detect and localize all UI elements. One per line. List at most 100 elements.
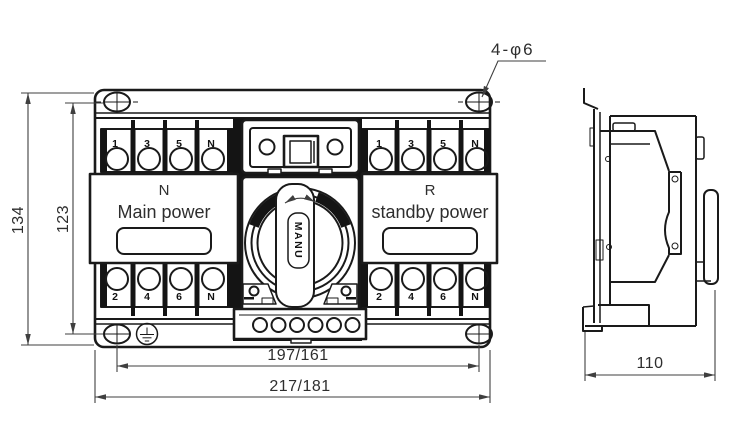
separator: [194, 129, 200, 172]
terminal-screw: [201, 147, 225, 171]
case-step-upper: [600, 130, 670, 172]
clamp-tick: [163, 120, 167, 129]
strip-outline: [232, 307, 368, 341]
separator: [426, 129, 432, 172]
tab-screw: [248, 285, 260, 297]
plate-tab: [595, 239, 604, 261]
terminal-label: 1: [112, 138, 118, 150]
terminal-label: 5: [440, 138, 446, 150]
terminal-screw: [433, 147, 457, 171]
pole-name: Main power: [117, 202, 210, 222]
terminal-screw: [105, 267, 129, 291]
mounting-hole-icon: [458, 91, 500, 113]
separator: [426, 263, 432, 307]
terminal-label: 6: [176, 291, 182, 303]
aux-hole: [307, 317, 324, 333]
clamp-tick: [131, 307, 135, 316]
case-screw: [606, 244, 612, 250]
case-step-lower: [610, 254, 670, 283]
side-view: [582, 88, 719, 332]
pole-tag: N: [159, 182, 170, 199]
clamp-tick: [459, 120, 463, 129]
mounting-hole-icon: [103, 323, 131, 345]
aux-hole: [289, 317, 305, 333]
pole-tag: R: [425, 182, 436, 199]
top-indicator-module: [240, 118, 361, 175]
terminal-screw: [465, 147, 489, 171]
plate-tab: [589, 127, 595, 147]
bank-edge: [101, 263, 107, 307]
separator: [162, 263, 168, 307]
terminal-screw: [137, 267, 161, 291]
terminal-label: N: [207, 291, 215, 303]
clamp-tick: [195, 120, 199, 129]
display-window-inner: [289, 140, 312, 164]
clamp-tick: [395, 307, 399, 316]
separator: [394, 129, 400, 172]
knob-wedge: [315, 192, 351, 228]
clamp-tick: [395, 120, 399, 129]
main-power-block: N Main power: [88, 172, 240, 265]
indicator-hole: [326, 138, 344, 156]
tiny-marking: [346, 297, 356, 300]
tiny-marking: [244, 297, 254, 300]
mounting-holes: [96, 91, 500, 345]
top-lug: [612, 122, 636, 132]
callout-leader: [481, 60, 546, 98]
module-foot: [318, 168, 333, 175]
dim-depth: 110: [636, 355, 663, 372]
din-hook: [583, 88, 599, 110]
aux-hole: [270, 317, 287, 333]
clamp-tick: [163, 307, 167, 316]
dimensions: 134 123 197/161 217/181 110 4-φ6: [10, 40, 716, 403]
separator: [194, 263, 200, 307]
terminal-screw: [433, 267, 457, 291]
pole-name: standby power: [371, 202, 488, 222]
terminal-label: N: [471, 291, 479, 303]
standby-power-block: R standby power: [360, 172, 499, 265]
base-foot: [582, 307, 603, 332]
rear-lug: [695, 136, 705, 160]
terminal-label: 2: [376, 291, 382, 303]
terminal-bank-top-right: 1 3 5 N: [361, 120, 491, 173]
clamp-tick: [459, 307, 463, 316]
indicator-window: [116, 227, 212, 255]
tab-notch: [326, 297, 339, 305]
hole-callout: 4-φ6: [491, 40, 535, 59]
terminal-screw: [201, 267, 225, 291]
aux-terminal-strip: [232, 307, 368, 344]
bank-edge: [227, 263, 233, 307]
base-step: [598, 304, 650, 326]
case-screw: [605, 156, 611, 162]
separator: [458, 263, 464, 307]
clamp-tick: [427, 307, 431, 316]
front-view: 1 3 5 N 1 3 5 N: [88, 88, 500, 349]
tab-screw: [340, 285, 352, 297]
dim-overall-width: 217/181: [269, 378, 330, 395]
terminal-screw: [401, 267, 425, 291]
terminal-screw: [401, 147, 425, 171]
ground-icon: [135, 322, 159, 346]
terminal-label: 4: [408, 291, 414, 303]
terminal-screw: [169, 267, 193, 291]
manu-plate: [287, 212, 310, 269]
separator: [162, 129, 168, 172]
clamp-tick: [195, 307, 199, 316]
bank-edge: [362, 129, 368, 172]
aux-hole: [252, 317, 268, 333]
terminal-screw: [369, 147, 393, 171]
clamp-tick: [427, 120, 431, 129]
terminal-bank-bottom-right: 2 4 6 N: [361, 262, 491, 316]
handle-slot-piece: [664, 171, 682, 255]
strip-tab: [290, 338, 312, 344]
mounting-hole-icon: [96, 91, 138, 113]
bank-edge: [362, 263, 368, 307]
separator: [394, 263, 400, 307]
terminal-screw: [169, 147, 193, 171]
terminal-screw: [369, 267, 393, 291]
terminal-label: 6: [440, 291, 446, 303]
terminal-screw: [105, 147, 129, 171]
bank-edge: [484, 129, 490, 172]
